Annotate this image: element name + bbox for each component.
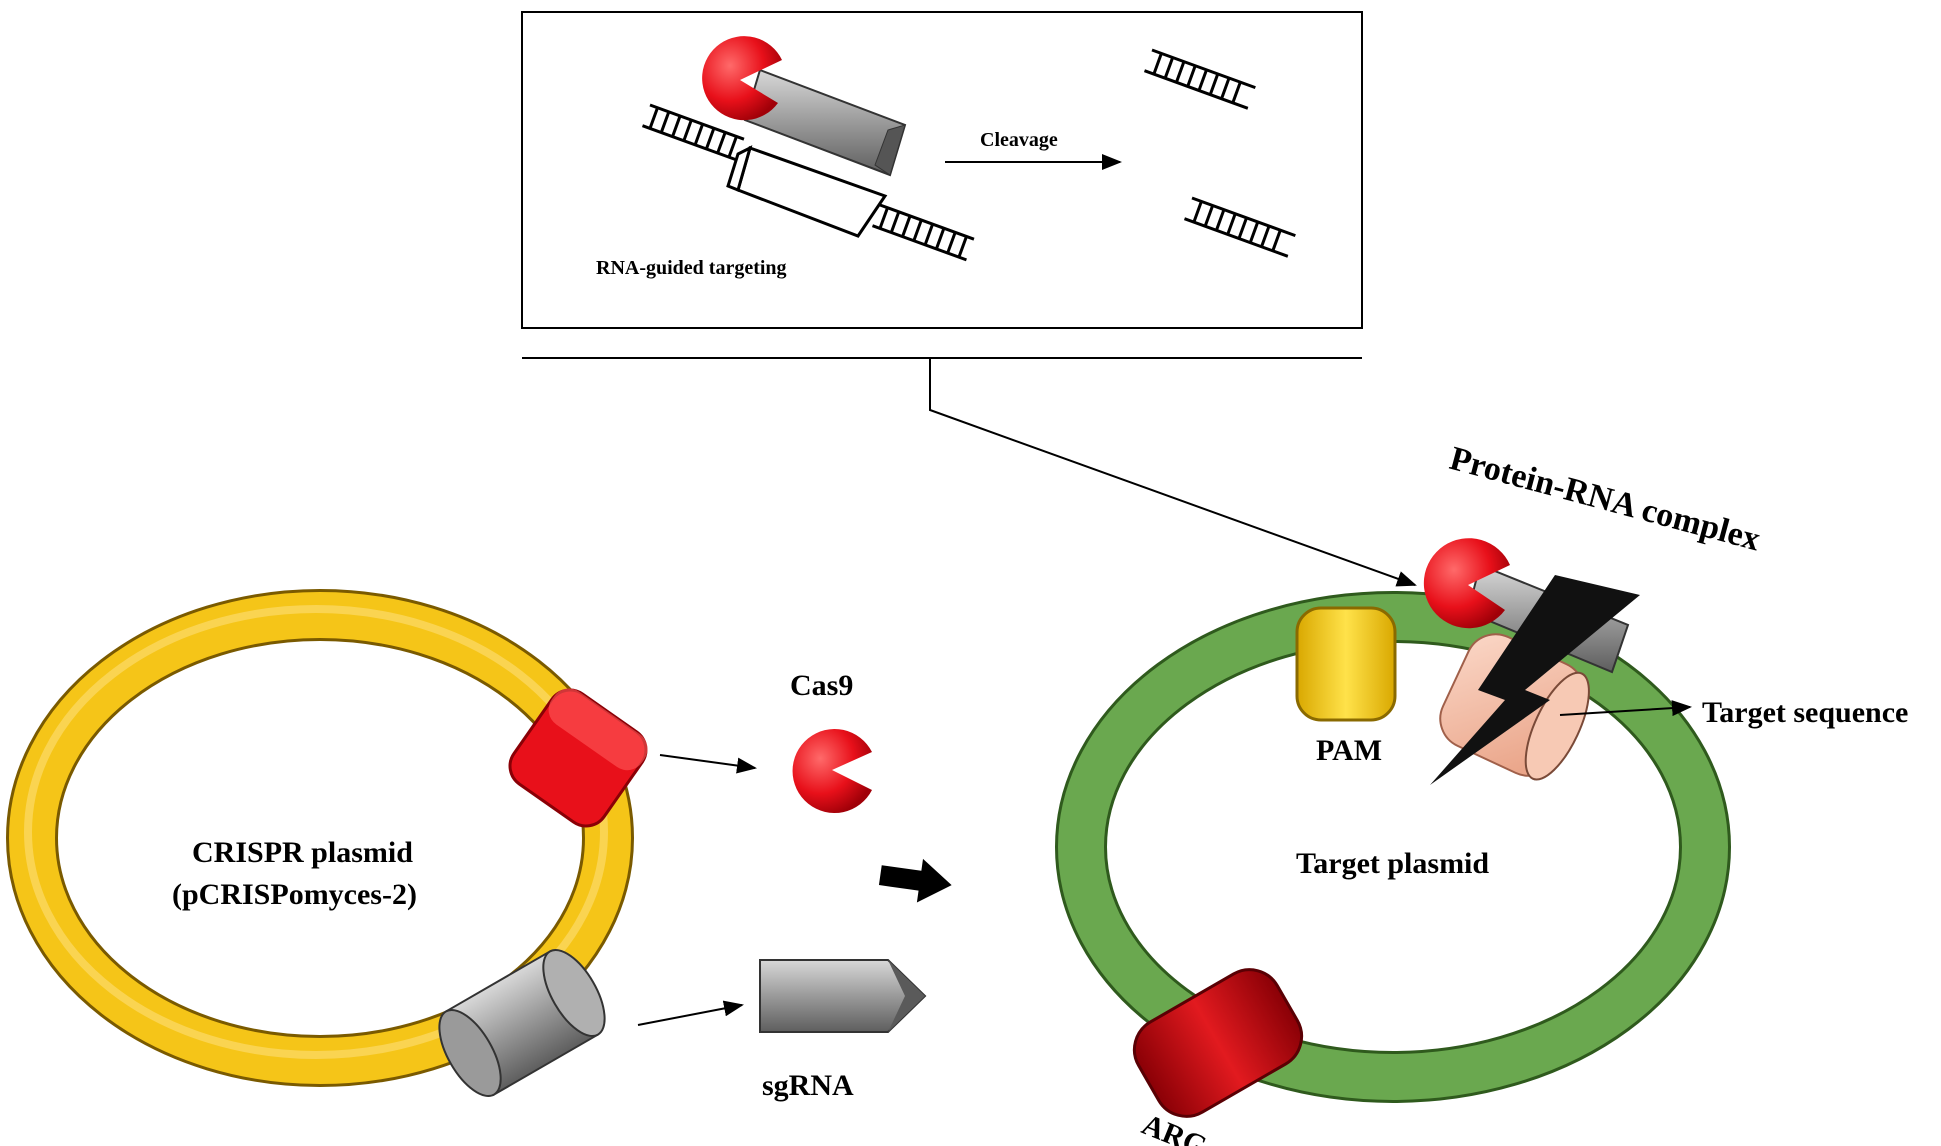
target-plasmid: Protein-RNA complex PAM Target sequence … <box>1055 440 1908 1146</box>
target-sequence-label: Target sequence <box>1702 696 1908 729</box>
sgrna-label: sgRNA <box>762 1069 854 1102</box>
pam-label: PAM <box>1316 734 1382 767</box>
pam-site <box>1295 606 1397 722</box>
dna-fragment-top <box>1143 48 1256 110</box>
inset-sgrna-tip <box>874 124 906 176</box>
lightning-cut-icon <box>1430 575 1640 785</box>
cas9-icon <box>792 729 872 814</box>
sgrna-gene-cassette <box>438 949 606 1097</box>
inset-panel: Cleavage RNA-guided targeting <box>521 11 1363 359</box>
inset-frame <box>521 11 1363 329</box>
inset-cas9-icon <box>702 36 782 121</box>
dna-strand-right <box>871 203 975 262</box>
arrow-to-cas9 <box>659 754 757 774</box>
complex-cas9-icon <box>1423 538 1510 629</box>
target-dna-box-left <box>726 145 753 193</box>
crispr-plasmid-id: (pCRISPomyces-2) <box>172 878 417 911</box>
dna-strand-left <box>641 103 745 162</box>
inset-connector <box>929 358 1417 587</box>
sgrna-icon <box>759 959 927 1033</box>
complex-label: Protein-RNA complex <box>1446 440 1764 558</box>
arrow-to-target-sequence <box>1559 700 1692 717</box>
crispr-plasmid-name: CRISPR plasmid <box>192 836 413 869</box>
arg-gene <box>1132 968 1304 1118</box>
products: Cas9 sgRNA <box>759 669 952 1102</box>
cas9-label: Cas9 <box>790 669 853 702</box>
dna-fragment-bottom <box>1183 196 1296 258</box>
targeting-label: RNA-guided targeting <box>596 257 787 279</box>
arrow-to-sgrna <box>637 1000 744 1026</box>
big-arrow-icon <box>878 858 952 903</box>
cleavage-label: Cleavage <box>980 129 1058 151</box>
crispr-plasmid: CRISPR plasmid (pCRISPomyces-2) <box>6 589 648 1097</box>
target-plasmid-name: Target plasmid <box>1296 847 1489 880</box>
cas9-gene-cassette <box>508 688 648 828</box>
